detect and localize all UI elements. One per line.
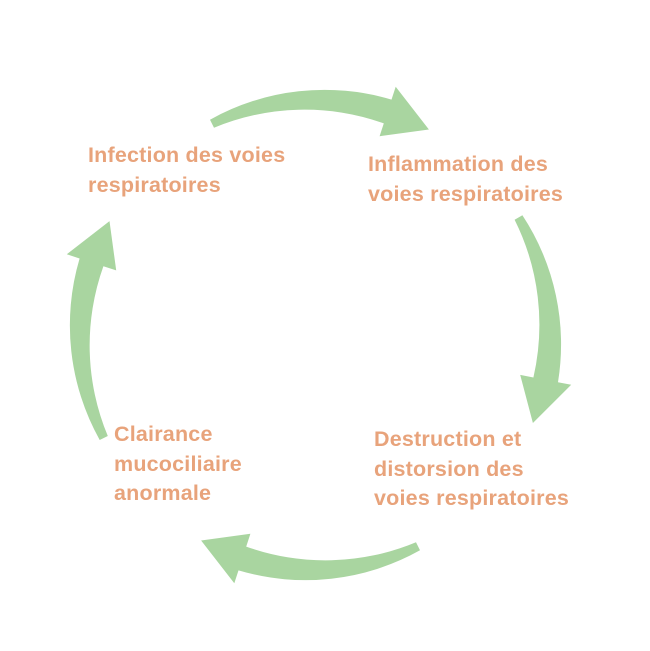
node-destruction: Destruction et distorsion des voies resp… <box>374 427 570 511</box>
arrow-clairance-to-infection-icon <box>66 221 117 440</box>
arrow-infection-to-inflammation-icon <box>210 86 429 137</box>
arrow-destruction-to-clairance-icon <box>201 533 420 584</box>
node-inflammation: Inflammation des voies respiratoires <box>368 152 564 206</box>
arrow-inflammation-to-destruction-icon <box>514 215 572 423</box>
node-clairance: Clairance mucociliaire anormale <box>114 422 242 506</box>
node-infection: Infection des voies respiratoires <box>88 143 286 197</box>
